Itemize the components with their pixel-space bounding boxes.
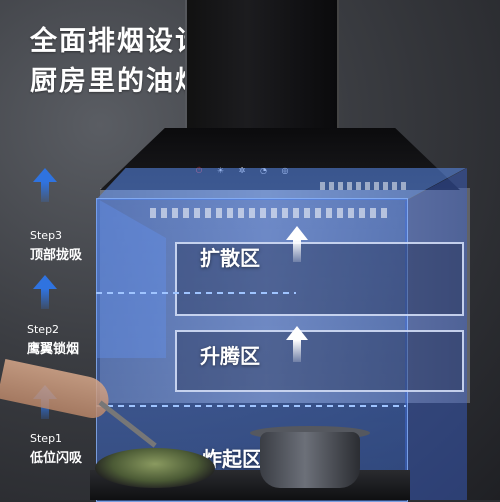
step-1: Step1 低位闪吸 <box>30 432 110 466</box>
air-intake-vent <box>150 208 390 218</box>
zone-label-rising: 升腾区 <box>200 344 260 368</box>
wok <box>95 448 215 488</box>
airflow-side <box>405 168 467 500</box>
airflow-dash-line <box>96 292 296 294</box>
arrow-up-icon <box>286 326 308 362</box>
airflow-dash-line <box>96 405 406 407</box>
step-title: Step1 <box>30 432 63 445</box>
arrow-up-icon <box>286 226 308 262</box>
airflow-top <box>96 168 466 200</box>
step-desc: 顶部拢吸 <box>30 248 83 263</box>
top-vent <box>320 182 410 190</box>
step-title: Step2 <box>27 323 60 336</box>
step-desc: 鹰翼锁烟 <box>27 342 80 357</box>
diffusion-chamber <box>175 242 464 316</box>
step-desc: 低位闪吸 <box>30 451 83 466</box>
step-3: Step3 顶部拢吸 <box>30 229 110 263</box>
chimney-seam <box>337 0 339 160</box>
step-arrow-icon <box>33 275 57 309</box>
headline-line-1: 全面排烟设计 <box>30 26 204 57</box>
zone-label-diffusion: 扩散区 <box>200 246 260 270</box>
step-arrow-icon <box>33 168 57 202</box>
step-title: Step3 <box>30 229 63 242</box>
cooking-pot <box>260 432 360 488</box>
rising-chamber <box>175 330 464 392</box>
step-2: Step2 鹰翼锁烟 <box>27 323 107 357</box>
